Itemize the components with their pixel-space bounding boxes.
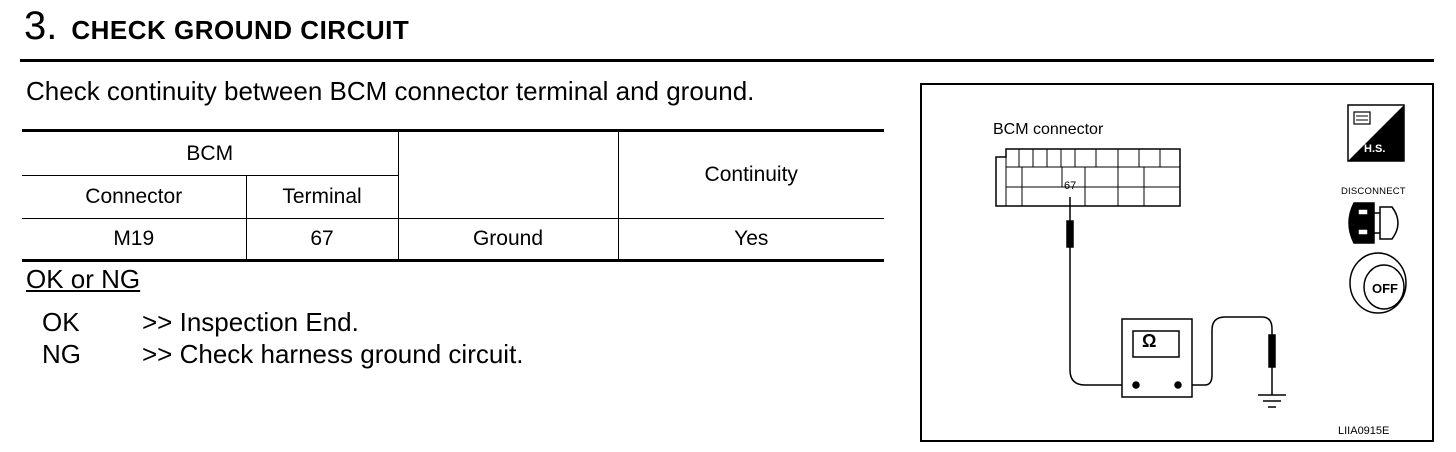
continuity-table: BCM Continuity Connector Terminal M19 67… bbox=[22, 129, 884, 262]
results-list: OK >> Inspection End. NG >> Check harnes… bbox=[42, 306, 524, 370]
result-key: OK bbox=[42, 307, 80, 337]
terminal-header: Terminal bbox=[245, 175, 398, 219]
step-header: 3. CHECK GROUND CIRCUIT bbox=[24, 4, 409, 54]
disconnect-icon bbox=[1348, 202, 1399, 244]
ok-ng-label: OK or NG bbox=[26, 264, 141, 294]
instruction-text: Check continuity between BCM connector t… bbox=[26, 76, 755, 106]
bcm-connector-icon bbox=[995, 148, 1181, 207]
continuity-cell: Yes bbox=[617, 218, 884, 262]
hs-icon bbox=[1347, 104, 1405, 162]
wiring-figure: OFF BCM connector 67 Ω H.S. DISCONNECT L… bbox=[920, 83, 1434, 442]
disconnect-label: DISCONNECT bbox=[1341, 186, 1406, 197]
ignition-off-icon: OFF bbox=[1349, 252, 1407, 314]
connector-label: BCM connector bbox=[993, 121, 1104, 138]
result-ok: OK >> Inspection End. bbox=[42, 306, 524, 338]
bcm-group-header: BCM bbox=[22, 129, 398, 176]
test-probe bbox=[1066, 197, 1122, 386]
ohm-symbol: Ω bbox=[1142, 331, 1157, 351]
header-rule bbox=[20, 59, 1434, 62]
figure-code: LIIA0915E bbox=[1338, 425, 1390, 437]
svg-text:OFF: OFF bbox=[1372, 281, 1398, 296]
result-text: >> Inspection End. bbox=[142, 307, 359, 337]
result-key: NG bbox=[42, 339, 81, 369]
terminal-cell: 67 bbox=[245, 218, 398, 262]
hs-label: H.S. bbox=[1364, 143, 1386, 155]
connector-cell: M19 bbox=[22, 218, 246, 262]
result-text: >> Check harness ground circuit. bbox=[142, 339, 524, 369]
ohmmeter-icon bbox=[1121, 316, 1273, 398]
result-ng: NG >> Check harness ground circuit. bbox=[42, 338, 524, 370]
continuity-header: Continuity bbox=[617, 129, 884, 219]
blank-header bbox=[397, 129, 618, 219]
step-number: 3. bbox=[24, 4, 58, 48]
ground-cell: Ground bbox=[397, 218, 618, 262]
ground-probe bbox=[1258, 334, 1286, 408]
step-title: CHECK GROUND CIRCUIT bbox=[71, 15, 410, 45]
pin-label: 67 bbox=[1064, 180, 1077, 192]
wiring-diagram: OFF bbox=[995, 104, 1407, 408]
connector-header: Connector bbox=[22, 175, 246, 219]
